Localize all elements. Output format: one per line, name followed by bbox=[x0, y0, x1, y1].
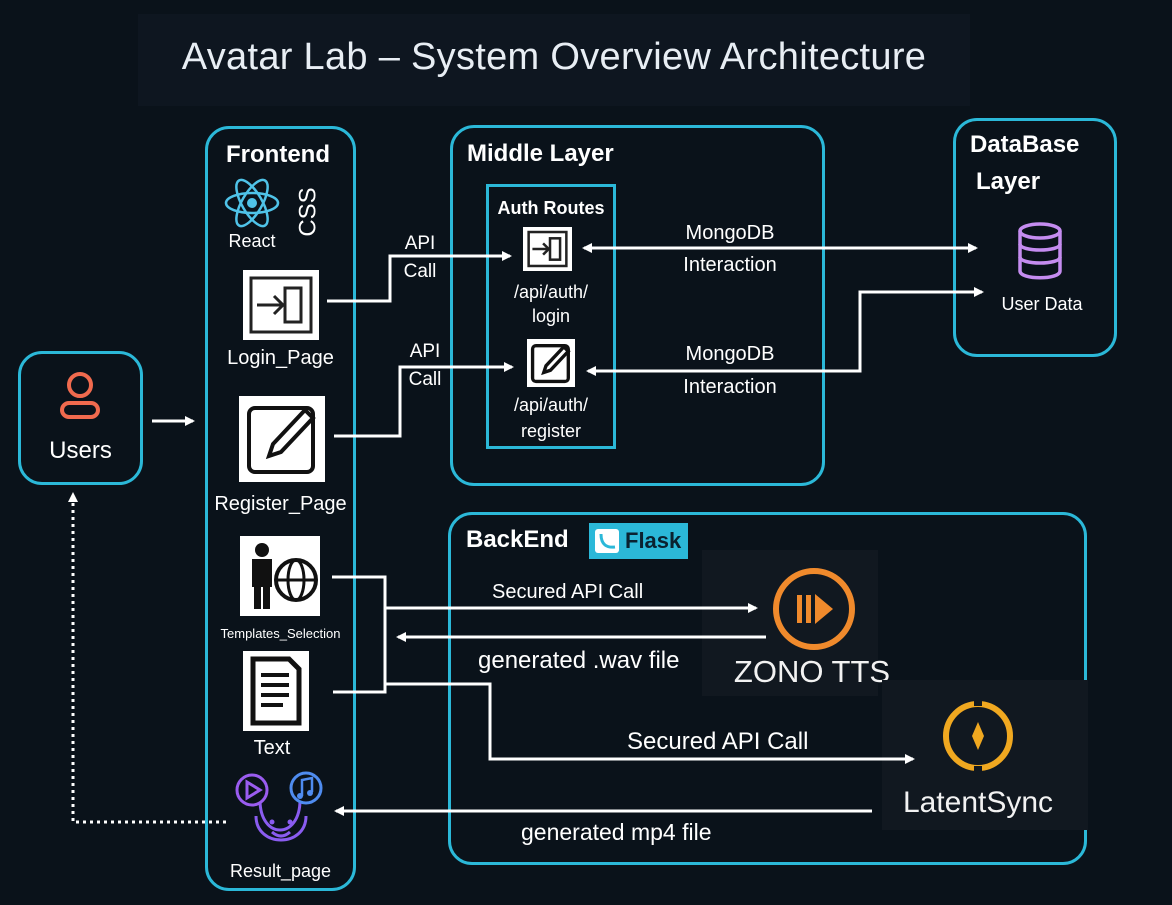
react-icon bbox=[224, 178, 280, 228]
latentsync-icon bbox=[943, 696, 1013, 776]
login-route-label-1: /api/auth/ bbox=[513, 282, 589, 302]
result-page-label: Result_page bbox=[229, 861, 332, 881]
mongo-interaction-2 bbox=[586, 287, 984, 376]
templates-page-label: Templates_Selection bbox=[220, 626, 341, 641]
register-api-call-arrow bbox=[334, 362, 514, 438]
tts-icon bbox=[773, 568, 855, 650]
login-icon bbox=[249, 276, 313, 334]
diagram-title: Avatar Lab – System Overview Architectur… bbox=[181, 36, 927, 78]
login-api-call-arrow bbox=[327, 251, 512, 303]
login-page-label: Login_Page bbox=[227, 347, 334, 369]
login-route-label-2: login bbox=[531, 306, 571, 326]
document-icon bbox=[250, 656, 302, 726]
database-layer-container bbox=[953, 118, 1117, 357]
user-data-label: User Data bbox=[1001, 294, 1083, 314]
register-route-label-1: /api/auth/ bbox=[513, 395, 589, 415]
text-page-label: Text bbox=[253, 737, 291, 759]
wav-return-label: generated .wav file bbox=[478, 647, 680, 674]
login-icon bbox=[527, 230, 568, 268]
mongo-2-line2: Interaction bbox=[683, 376, 777, 398]
middle-layer-header: Middle Layer bbox=[467, 140, 614, 167]
frontend-container bbox=[205, 126, 356, 891]
users-node bbox=[18, 351, 143, 485]
latentsync-label: LatentSync bbox=[902, 786, 1054, 819]
avatar-media-icon[interactable] bbox=[230, 770, 326, 856]
text-page-icon[interactable] bbox=[243, 651, 309, 731]
secured-tts-label: Secured API Call bbox=[492, 581, 644, 603]
frontend-header: Frontend bbox=[226, 141, 330, 168]
database-header-line2: Layer bbox=[976, 168, 1041, 195]
register-page-label: Register_Page bbox=[214, 493, 347, 515]
users-label: Users bbox=[49, 437, 112, 464]
api-call-1-line1: API bbox=[404, 233, 436, 254]
auth-routes-header: Auth Routes bbox=[497, 198, 605, 218]
register-page-icon[interactable] bbox=[239, 396, 325, 482]
flask-icon bbox=[595, 529, 619, 553]
edit-icon bbox=[530, 344, 571, 384]
secured-call-sync bbox=[385, 682, 915, 764]
secured-sync-label: Secured API Call bbox=[627, 728, 809, 755]
database-icon bbox=[1018, 222, 1062, 280]
mongo-2-line1: MongoDB bbox=[685, 343, 775, 365]
mongo-1-line1: MongoDB bbox=[685, 222, 775, 244]
api-call-1-line2: Call bbox=[403, 261, 437, 282]
mongo-1-line2: Interaction bbox=[683, 254, 777, 276]
login-page-icon[interactable] bbox=[243, 270, 319, 340]
templates-to-bus bbox=[332, 575, 387, 694]
react-label: React bbox=[228, 231, 276, 251]
mp4-return-label: generated mp4 file bbox=[521, 819, 712, 845]
edit-icon bbox=[247, 406, 316, 474]
result-to-users-arrow bbox=[68, 492, 226, 824]
login-route-icon bbox=[523, 227, 572, 271]
api-call-2-line2: Call bbox=[408, 369, 442, 390]
flask-badge: Flask bbox=[589, 523, 688, 559]
register-route-label-2: register bbox=[520, 421, 582, 441]
register-route-icon bbox=[527, 339, 575, 387]
user-icon bbox=[60, 372, 100, 419]
title-band bbox=[138, 14, 970, 106]
flask-label: Flask bbox=[625, 528, 682, 553]
templates-page-icon[interactable] bbox=[240, 536, 320, 616]
person-globe-icon bbox=[252, 543, 318, 609]
backend-header: BackEnd bbox=[466, 526, 569, 553]
tts-label: ZONO TTS bbox=[733, 654, 891, 689]
database-header-line1: DataBase bbox=[970, 131, 1080, 158]
api-call-2-line1: API bbox=[409, 341, 441, 362]
